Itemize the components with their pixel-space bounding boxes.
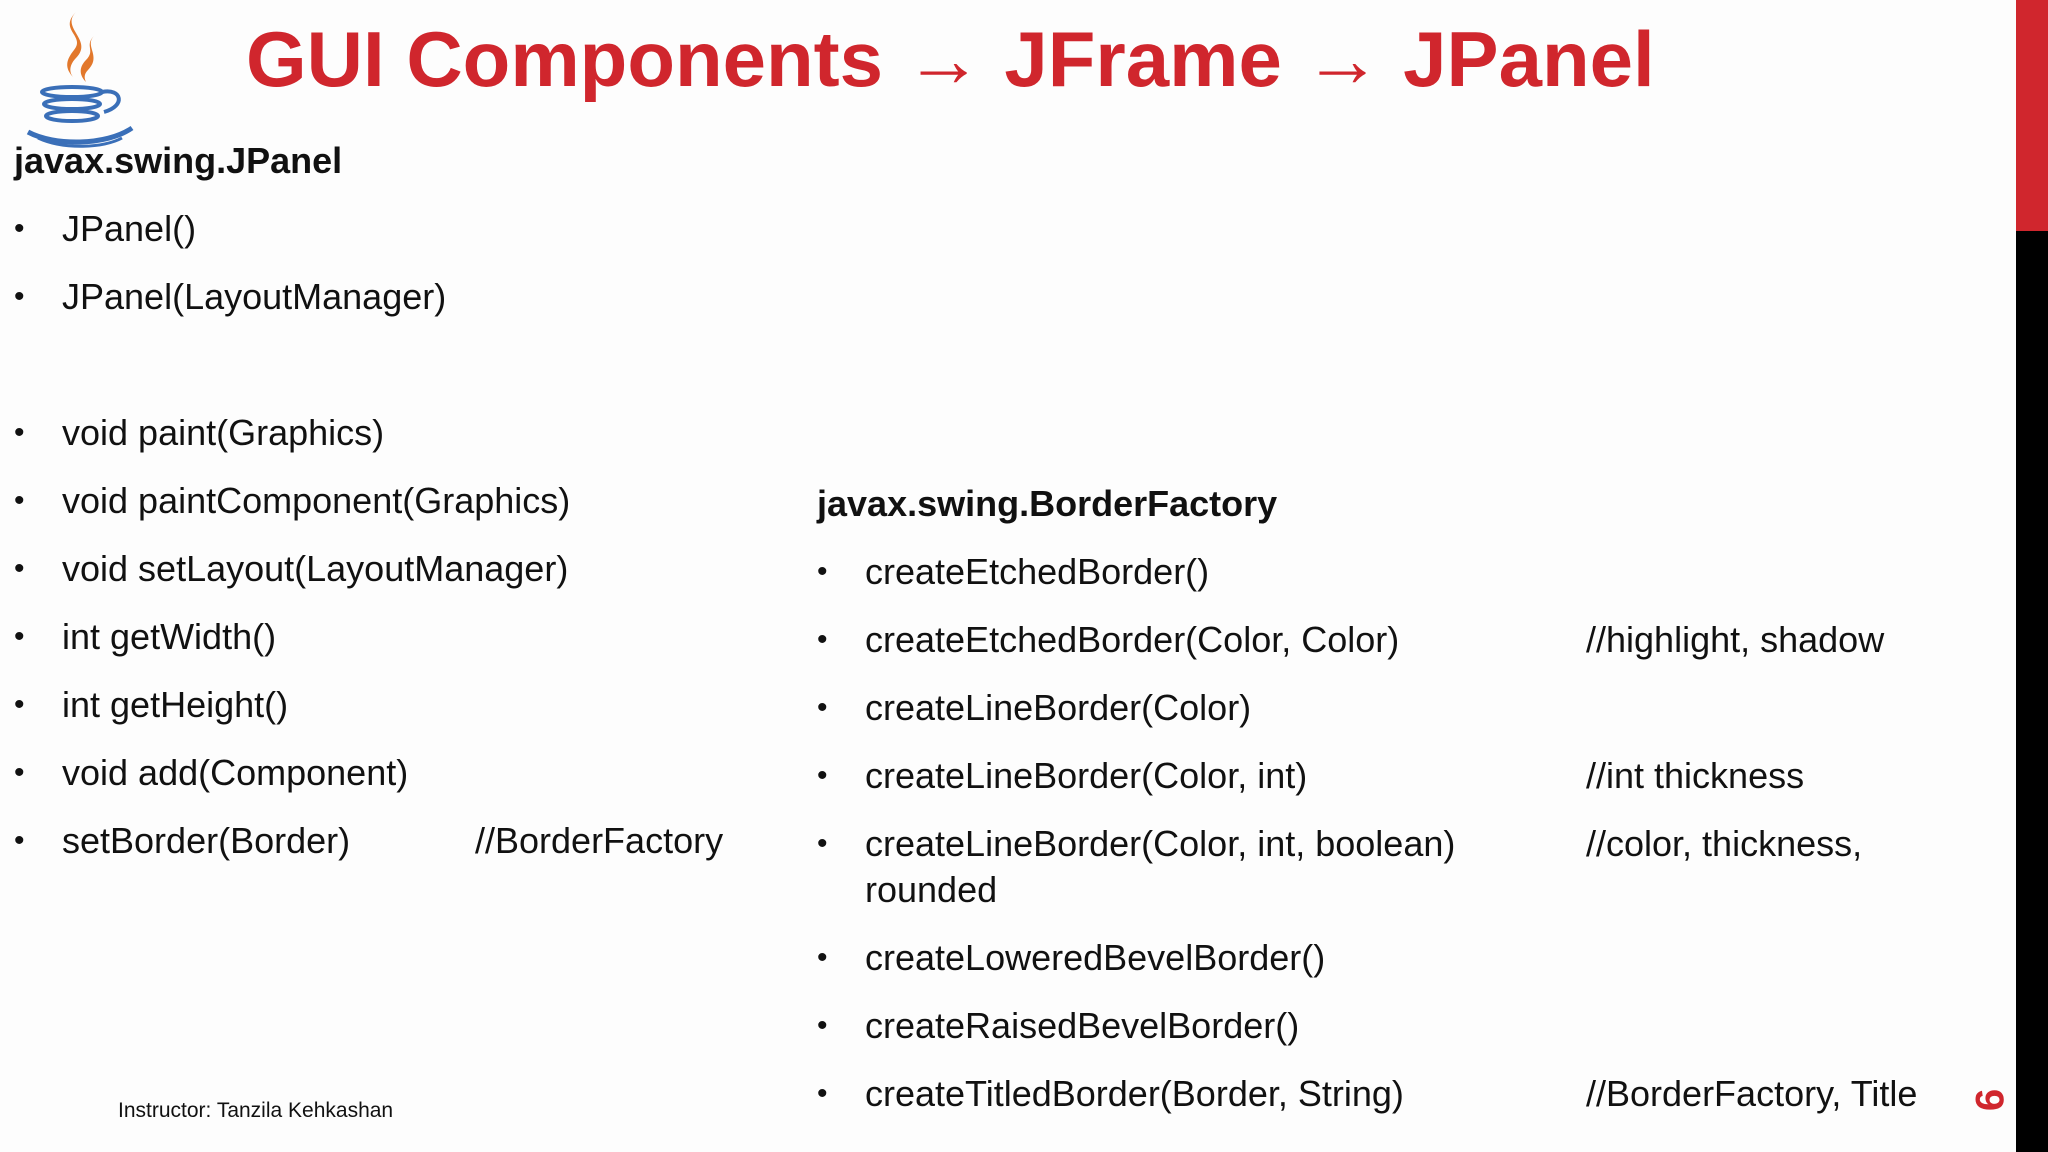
bullet: • xyxy=(817,759,828,792)
method-label: setBorder(Border) xyxy=(62,820,351,861)
bullet: • xyxy=(817,555,828,588)
code-comment: //int thickness xyxy=(1586,755,1805,796)
bullet: • xyxy=(14,212,25,245)
method-label: createLineBorder(Color) xyxy=(865,687,1252,728)
bullet: • xyxy=(817,941,828,974)
method-label: int getWidth() xyxy=(62,616,277,657)
method-label: createRaisedBevelBorder() xyxy=(865,1005,1300,1046)
method-label: void add(Component) xyxy=(62,752,409,793)
bullet: • xyxy=(14,484,25,517)
method-label: void setLayout(LayoutManager) xyxy=(62,548,569,589)
method-label: createEtchedBorder(Color, Color) xyxy=(865,619,1400,660)
method-label: createEtchedBorder() xyxy=(865,551,1210,592)
method-label: void paintComponent(Graphics) xyxy=(62,480,571,521)
accent-bar-bottom xyxy=(2016,231,2048,1152)
page-title: GUI Components → JFrame → JPanel xyxy=(246,15,1655,103)
bullet: • xyxy=(817,691,828,724)
bullet: • xyxy=(817,623,828,656)
jpanel-heading: javax.swing.JPanel xyxy=(14,140,343,181)
method-label: void paint(Graphics) xyxy=(62,412,385,453)
border-factory-heading: javax.swing.BorderFactory xyxy=(817,483,1278,524)
bullet: • xyxy=(14,280,25,313)
bullet: • xyxy=(14,416,25,449)
code-comment: //color, thickness, xyxy=(1586,823,1863,864)
method-label: createTitledBorder(Border, String) xyxy=(865,1073,1404,1114)
bullet: • xyxy=(14,756,25,789)
method-label: createLineBorder(Color, int) xyxy=(865,755,1308,796)
method-label: JPanel() xyxy=(62,208,197,249)
code-comment: //BorderFactory, Title xyxy=(1586,1073,1918,1114)
bullet: • xyxy=(817,827,828,860)
method-label: JPanel(LayoutManager) xyxy=(62,276,447,317)
bullet: • xyxy=(817,1077,828,1110)
method-label: createLoweredBevelBorder() xyxy=(865,937,1326,978)
java-coffee-cup-icon xyxy=(26,12,134,148)
bullet: • xyxy=(14,620,25,653)
page-number: 9 xyxy=(1967,1088,2011,1112)
bullet: • xyxy=(14,688,25,721)
method-label: createLineBorder(Color, int, boolean) xyxy=(865,823,1456,864)
method-label-continuation: rounded xyxy=(865,869,998,910)
code-comment: //highlight, shadow xyxy=(1586,619,1885,660)
code-comment: //BorderFactory xyxy=(475,820,724,861)
method-label: int getHeight() xyxy=(62,684,289,725)
bullet: • xyxy=(14,552,25,585)
instructor-footer: Instructor: Tanzila Kehkashan xyxy=(118,1099,394,1122)
bullet: • xyxy=(14,824,25,857)
accent-bar-top xyxy=(2016,0,2048,231)
bullet: • xyxy=(817,1009,828,1042)
